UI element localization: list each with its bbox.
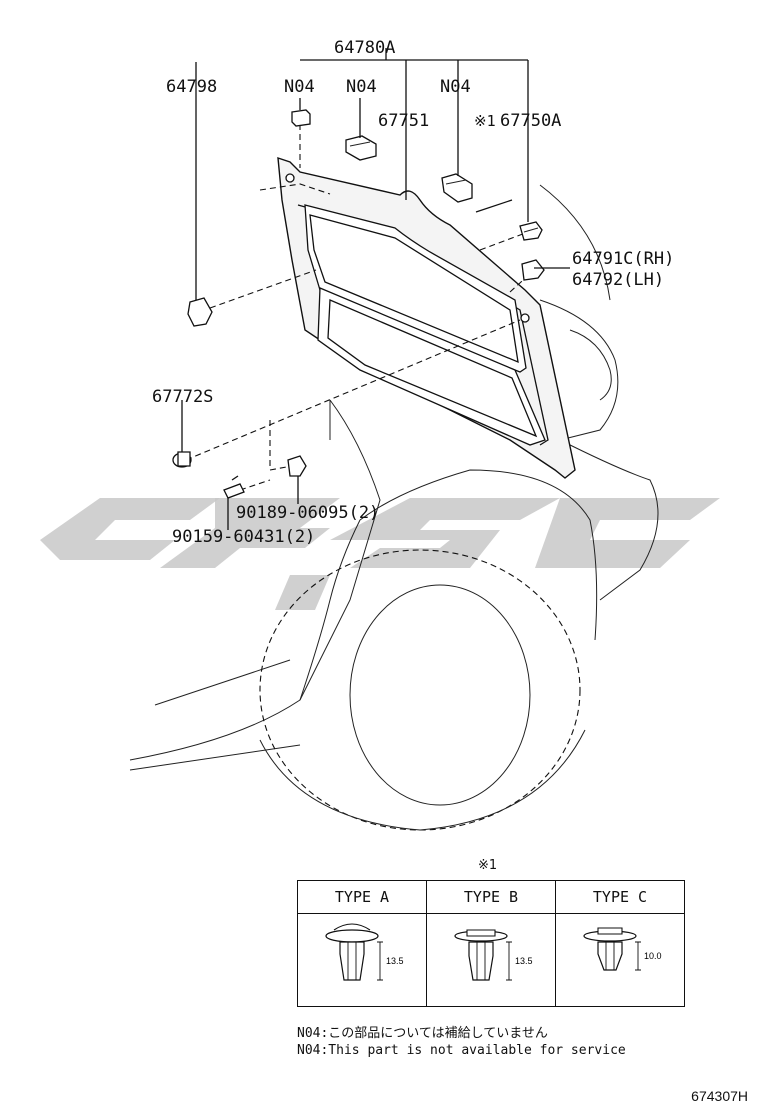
type-c-header: TYPE C: [555, 880, 685, 914]
table-mark: ※1: [478, 858, 498, 873]
label-67750a: 67750A: [500, 111, 561, 131]
type-b-drawing: 13.5: [426, 913, 556, 1007]
label-n04-c: N04: [440, 77, 471, 97]
clip-67750a: [519, 221, 543, 241]
type-c-drawing: 10.0: [555, 913, 685, 1007]
note-japanese: N04:この部品については補給していません: [297, 1026, 548, 1041]
label-67751: 67751: [378, 111, 429, 131]
label-64791c: 64791C(RH): [572, 249, 674, 269]
cap-64798: [187, 297, 213, 327]
clip-64791c-64792: [521, 259, 545, 281]
type-b-dim: 13.5: [515, 956, 533, 966]
label-n04-b: N04: [346, 77, 377, 97]
type-a-dim: 13.5: [386, 956, 404, 966]
type-c-dim: 10.0: [644, 951, 662, 961]
label-64780a: 64780A: [334, 38, 395, 58]
note-english: N04:This part is not available for servi…: [297, 1043, 626, 1058]
type-a-header: TYPE A: [297, 880, 427, 914]
type-b-header: TYPE B: [426, 880, 556, 914]
clip-67772s: [172, 451, 192, 468]
document-id: 674307H: [691, 1088, 748, 1104]
n04-clip-a: [291, 109, 311, 127]
label-64792: 64792(LH): [572, 270, 664, 290]
watermark-logo: [40, 498, 720, 610]
leader-lines: [181, 48, 570, 530]
n04-clip-b: [345, 135, 377, 161]
label-n04-a: N04: [284, 77, 315, 97]
type-a-drawing: 13.5: [297, 913, 427, 1007]
trim-panel-67751: [277, 156, 576, 479]
n04-clip-c: [441, 173, 513, 213]
label-90189: 90189-06095(2): [236, 503, 379, 523]
label-67750a-mark: ※1: [474, 112, 496, 130]
clip-type-table: TYPE A TYPE B TYPE C 13.5 13.5: [297, 880, 685, 1007]
parts-diagram: 64780A 64798 N04 N04 N04 67751 ※1 67750A…: [40, 38, 720, 831]
screw-90159: [223, 475, 245, 499]
label-90159: 90159-60431(2): [172, 527, 315, 547]
nut-90189: [287, 455, 307, 477]
vehicle-body-outline: [129, 184, 659, 831]
label-67772s: 67772S: [152, 387, 213, 407]
label-64798: 64798: [166, 77, 217, 97]
